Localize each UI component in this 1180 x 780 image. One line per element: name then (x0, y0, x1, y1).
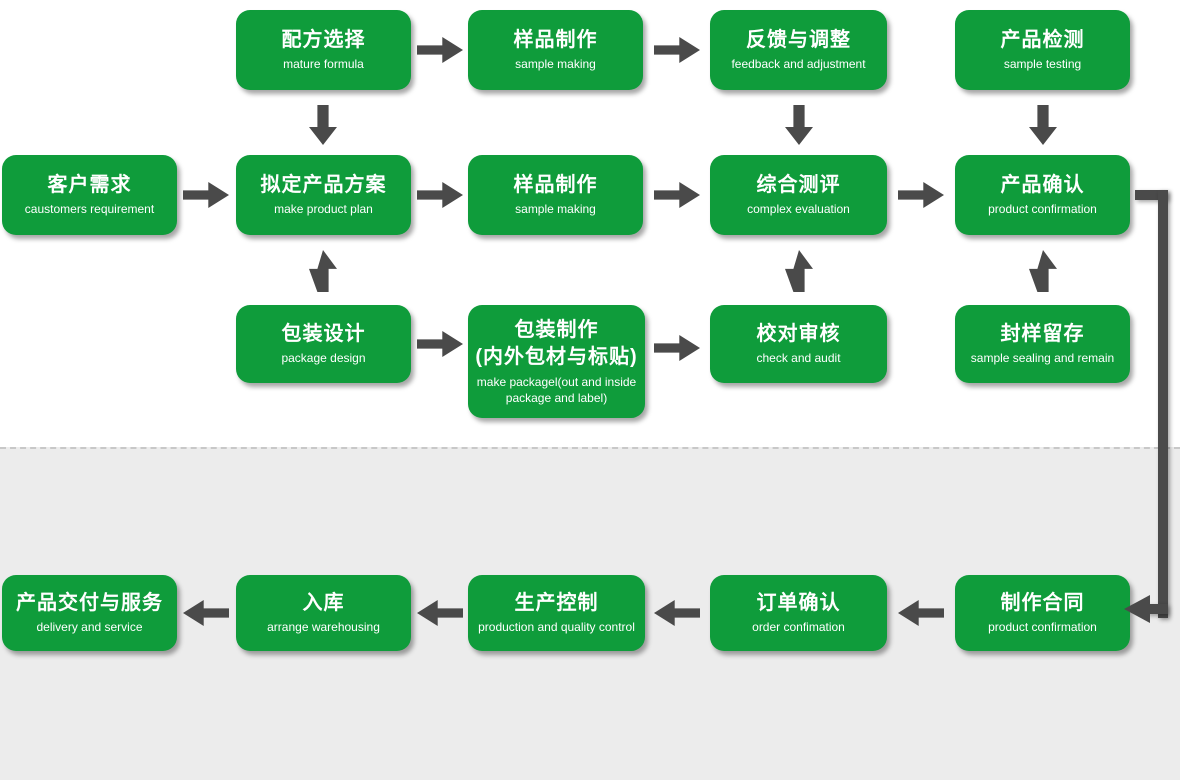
arrow-up-icon (1029, 250, 1057, 292)
node-subtitle: order confimation (752, 620, 845, 635)
node-title: 订单确认 (756, 592, 841, 615)
node-title: 入库 (302, 592, 345, 615)
node-product-testing: 产品检测 sample testing (955, 10, 1130, 90)
arrow-right-icon (654, 37, 700, 63)
node-subtitle: delivery and service (36, 620, 143, 635)
node-title: 拟定产品方案 (260, 174, 387, 197)
node-title: 综合测评 (756, 174, 841, 197)
node-title: 样品制作 (513, 174, 598, 197)
node-title: 产品交付与服务 (16, 592, 163, 615)
node-title: 产品检测 (1000, 29, 1085, 52)
node-subtitle: make product plan (274, 202, 373, 217)
node-title: 客户需求 (47, 174, 132, 197)
node-contract-making: 制作合同 product confirmation (955, 575, 1130, 651)
node-feedback-adjustment: 反馈与调整 feedback and adjustment (710, 10, 887, 90)
node-subtitle: sample sealing and remain (970, 351, 1115, 366)
node-check-audit: 校对审核 check and audit (710, 305, 887, 383)
node-title: 反馈与调整 (746, 29, 851, 52)
node-delivery-service: 产品交付与服务 delivery and service (2, 575, 177, 651)
node-formula-selection: 配方选择 mature formula (236, 10, 411, 90)
arrow-right-icon (417, 37, 463, 63)
arrow-right-icon (417, 331, 463, 357)
node-subtitle: mature formula (283, 57, 364, 72)
node-title: 生产控制 (514, 592, 599, 615)
node-title: 样品制作 (513, 29, 598, 52)
node-subtitle: arrange warehousing (267, 620, 380, 635)
node-subtitle: make packagel(out and inside package and… (476, 374, 637, 405)
connector-bottom-segment (1146, 604, 1168, 614)
arrow-right-icon (898, 182, 944, 208)
node-title: 校对审核 (756, 323, 841, 346)
connector-vertical-segment (1158, 190, 1168, 618)
arrow-right-icon (417, 182, 463, 208)
node-sample-sealing: 封样留存 sample sealing and remain (955, 305, 1130, 383)
node-sample-making-1: 样品制作 sample making (468, 10, 643, 90)
arrow-right-icon (183, 182, 229, 208)
arrow-down-icon (785, 105, 813, 145)
arrow-down-icon (1029, 105, 1057, 145)
node-warehousing: 入库 arrange warehousing (236, 575, 411, 651)
node-subtitle: sample testing (1003, 57, 1082, 72)
arrow-up-icon (785, 250, 813, 292)
node-subtitle: product confirmation (988, 620, 1097, 635)
node-title: 制作合同 (1000, 592, 1085, 615)
arrow-right-icon (654, 182, 700, 208)
node-subtitle: sample making (515, 57, 596, 72)
node-subtitle: complex evaluation (747, 202, 850, 217)
node-subtitle: product confirmation (988, 202, 1097, 217)
node-subtitle: sample making (515, 202, 596, 217)
connector-top-segment (1135, 190, 1168, 200)
node-title: 配方选择 (281, 29, 366, 52)
node-production-control: 生产控制 production and quality control (468, 575, 645, 651)
node-subtitle: caustomers requirement (24, 202, 155, 217)
node-package-design: 包装设计 package design (236, 305, 411, 383)
node-subtitle: package design (281, 351, 366, 366)
node-product-confirmation: 产品确认 product confirmation (955, 155, 1130, 235)
arrow-down-icon (309, 105, 337, 145)
node-subtitle: feedback and adjustment (731, 57, 866, 72)
node-title: 包装制作 (514, 318, 599, 341)
node-order-confirmation: 订单确认 order confimation (710, 575, 887, 651)
node-title-line2: (内外包材与标贴) (475, 345, 638, 368)
node-product-plan: 拟定产品方案 make product plan (236, 155, 411, 235)
node-customer-requirement: 客户需求 caustomers requirement (2, 155, 177, 235)
arrow-up-icon (309, 250, 337, 292)
node-title: 产品确认 (1000, 174, 1085, 197)
arrow-right-icon (654, 335, 700, 361)
node-complex-evaluation: 综合测评 complex evaluation (710, 155, 887, 235)
node-title: 封样留存 (1000, 323, 1085, 346)
node-title: 包装设计 (281, 323, 366, 346)
node-subtitle: check and audit (756, 351, 841, 366)
node-package-making: 包装制作 (内外包材与标贴) make packagel(out and ins… (468, 305, 645, 418)
node-subtitle: production and quality control (478, 620, 635, 635)
node-sample-making-2: 样品制作 sample making (468, 155, 643, 235)
